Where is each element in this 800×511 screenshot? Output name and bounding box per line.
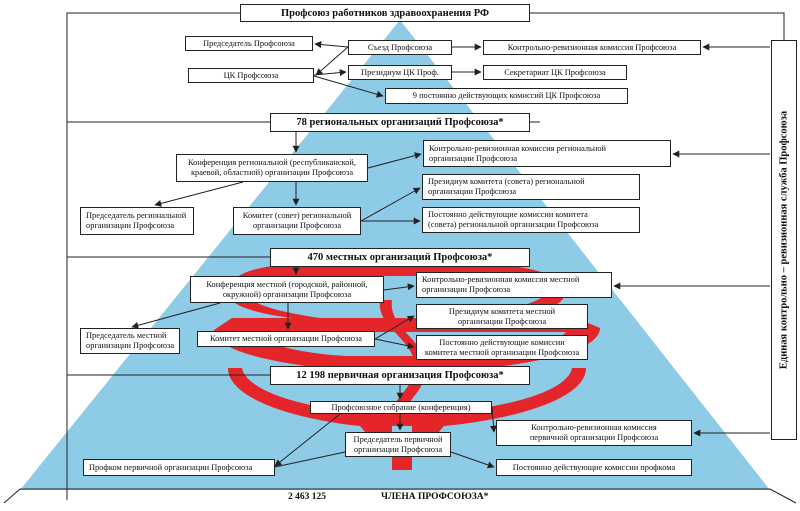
arrow-loccom-sc bbox=[374, 338, 415, 350]
primary-control-commission-box: Контрольно-ревизионная комиссия первично… bbox=[496, 420, 692, 446]
central-committee-box: ЦК Профсоюза bbox=[188, 68, 314, 83]
regional-control-commission-box: Контрольно-ревизионная комиссия регионал… bbox=[423, 140, 671, 167]
regional-standing-commissions-box: Постоянно действующие комиссии комитета … bbox=[422, 207, 640, 233]
central-standing-commissions-box: 9 постоянно действующих комиссий ЦК Проф… bbox=[385, 88, 628, 104]
connector-lines bbox=[66, 12, 785, 500]
local-standing-commissions-box: Постоянно действующие комиссии комитета … bbox=[416, 335, 588, 360]
arrow-ck-presidium bbox=[313, 69, 347, 77]
control-audit-service-label: Единая контрольно – ревизионная служба П… bbox=[771, 40, 797, 440]
primary-trade-committee-box: Профком первичной организации Профсоюза bbox=[83, 459, 275, 476]
regional-chairman-box: Председатель региональной организации Пр… bbox=[80, 207, 194, 235]
outer-frame-left bbox=[66, 12, 240, 500]
base-frame-line bbox=[3, 488, 797, 504]
arrow-meeting-profcom bbox=[274, 413, 341, 467]
arrow-ck-commissions bbox=[313, 75, 384, 98]
members-count: 2 463 125 bbox=[288, 492, 326, 502]
union-title: Профсоюз работников здравоохранения РФ bbox=[240, 4, 530, 22]
arrow-loccom-presidium bbox=[374, 315, 415, 340]
primary-chairman-box: Председатель первичной организации Профс… bbox=[345, 432, 451, 457]
regional-presidium-box: Президиум комитета (совета) региональной… bbox=[422, 174, 640, 200]
control-commission-box: Контрольно-ревизионная комиссия Профсоюз… bbox=[483, 40, 701, 55]
arrow-regconf-chair bbox=[154, 181, 244, 207]
presidium-box: Президиум ЦК Проф. bbox=[348, 65, 452, 80]
arrow-chair-profcom bbox=[274, 451, 346, 468]
arrow-regcom-presidium bbox=[360, 187, 421, 222]
arrow-locconf-krk bbox=[383, 283, 415, 291]
local-header: 470 местных организаций Профсоюза* bbox=[270, 248, 530, 267]
congress-box: Съезд Профсоюза bbox=[348, 40, 452, 55]
outer-frame-top-right bbox=[530, 12, 785, 40]
arrow-congress-ck bbox=[315, 46, 349, 76]
secretariat-box: Секретариат ЦК Профсоюза bbox=[483, 65, 627, 80]
primary-standing-commissions-box: Постоянно действующие комиссии профкома bbox=[496, 459, 692, 476]
arrow-chair-sc bbox=[450, 451, 495, 469]
regional-header: 78 региональных организаций Профсоюза* bbox=[270, 113, 530, 132]
arrow-locconf-chair bbox=[131, 302, 221, 329]
arrow-congress-chairman bbox=[314, 41, 349, 49]
arrow-meeting-krk bbox=[490, 406, 497, 433]
regional-committee-box: Комитет (совет) региональной организации… bbox=[233, 207, 361, 235]
regional-conference-box: Конференция региональной (республиканско… bbox=[176, 154, 368, 182]
primary-header: 12 198 первичная организация Профсоюза* bbox=[270, 366, 530, 385]
control-audit-service-text: Единая контрольно – ревизионная служба П… bbox=[778, 110, 790, 370]
local-chairman-box: Председатель местной организации Профсою… bbox=[80, 328, 180, 354]
local-control-commission-box: Контрольно-ревизионная комиссия местной … bbox=[416, 272, 612, 298]
members-label: ЧЛЕНА ПРОФСОЮЗА* bbox=[381, 492, 489, 502]
union-chairman-box: Председатель Профсоюза bbox=[185, 36, 313, 51]
arrow-regconf-krk bbox=[367, 152, 422, 169]
local-committee-box: Комитет местной организации Профсоюза bbox=[197, 331, 375, 347]
primary-meeting-box: Профсоюзное собрание (конференция) bbox=[310, 401, 492, 414]
local-presidium-box: Президиум комитета местной организации П… bbox=[416, 304, 588, 329]
local-conference-box: Конференция местной (городской, районной… bbox=[190, 276, 384, 303]
